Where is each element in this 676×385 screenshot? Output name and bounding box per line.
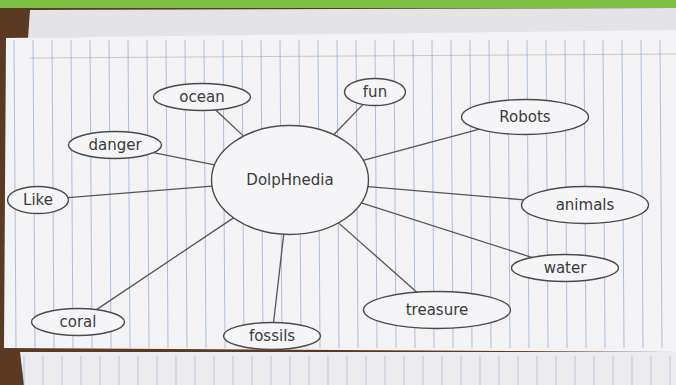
ruled-line (366, 356, 367, 385)
ruled-line (556, 356, 557, 385)
idea-bubble: fossils (222, 321, 322, 351)
bubble-ellipse (8, 187, 69, 214)
bubble-ellipse (154, 84, 251, 111)
ruled-line (613, 356, 614, 385)
center-topic: DolpHnedia (246, 172, 333, 189)
idea-bubble: treasure (362, 290, 512, 330)
ruled-line (461, 356, 462, 385)
branch-line (361, 203, 532, 258)
ruled-line (670, 356, 671, 385)
ruled-line (423, 356, 424, 385)
ruled-lines (14, 40, 676, 385)
ruled-line (347, 356, 348, 385)
ruled-line (138, 356, 139, 385)
ruled-line (328, 356, 329, 385)
ruled-line (404, 356, 405, 385)
idea-text: water (544, 260, 587, 277)
idea-text: treasure (406, 302, 469, 319)
idea-bubble: Robots (460, 98, 590, 136)
bubble-ellipse (212, 126, 369, 235)
ruled-line (157, 356, 158, 385)
ruled-line (214, 356, 215, 385)
branch-line (68, 186, 212, 197)
ruled-line (128, 40, 130, 348)
ruled-line (660, 40, 662, 348)
ruled-line (641, 40, 643, 348)
bubble-ellipse (224, 323, 321, 350)
top-bar (0, 0, 676, 8)
bubble-ellipse (512, 255, 619, 282)
branch-line (363, 129, 479, 160)
margin-line (30, 54, 676, 58)
ruled-line (508, 40, 510, 348)
ruled-line (90, 40, 92, 348)
ruled-line (176, 356, 177, 385)
ruled-line (71, 40, 73, 348)
ruled-line (575, 356, 576, 385)
ruled-line (651, 356, 652, 385)
ruled-line (480, 356, 481, 385)
ruled-line (252, 356, 253, 385)
idea-text: fossils (249, 328, 295, 345)
branch-line (368, 187, 524, 200)
ruled-line (166, 40, 168, 348)
branch-line (96, 218, 233, 310)
center-circle: DolpHnedia (210, 124, 370, 236)
ruled-line (43, 356, 44, 385)
ruled-line (527, 40, 529, 348)
ruled-line (518, 356, 519, 385)
branch-line (334, 104, 363, 134)
bubble-ellipse (462, 100, 589, 135)
branch-line (216, 110, 244, 136)
bubble-ellipse (32, 309, 125, 336)
branch-line (338, 223, 416, 292)
bubble-ellipse (522, 187, 649, 224)
notebook-page (4, 30, 676, 352)
idea-text: Robots (499, 109, 550, 126)
idea-bubble: fun (343, 77, 407, 107)
ruled-line (62, 356, 63, 385)
ruled-line (147, 40, 149, 348)
ruled-line (195, 356, 196, 385)
ruled-line (100, 356, 101, 385)
ruled-line (442, 356, 443, 385)
ruled-line (290, 356, 291, 385)
branch-line (274, 234, 284, 322)
idea-text: danger (88, 137, 141, 154)
ruled-line (233, 356, 234, 385)
ruled-line (537, 356, 538, 385)
idea-text: animals (556, 197, 615, 214)
branch-line (153, 153, 214, 165)
idea-text: Like (23, 192, 53, 209)
lower-page (20, 352, 676, 385)
idea-bubble: animals (520, 185, 650, 225)
ruled-line (309, 356, 310, 385)
ruled-line (385, 356, 386, 385)
idea-text: ocean (179, 89, 224, 106)
bubble-ellipse (345, 79, 406, 106)
idea-text: coral (60, 314, 97, 331)
ruled-line (271, 356, 272, 385)
bubble-ellipse (69, 132, 162, 159)
bubble-ellipse (364, 292, 511, 329)
idea-bubble: coral (30, 307, 126, 337)
idea-bubble: danger (67, 130, 163, 160)
ruled-line (81, 356, 82, 385)
idea-bubble: Like (6, 185, 70, 215)
ruled-line (119, 356, 120, 385)
ruled-line (24, 356, 25, 385)
ruled-line (499, 356, 500, 385)
ruled-line (594, 356, 595, 385)
idea-bubble: ocean (152, 82, 252, 112)
ruled-line (632, 356, 633, 385)
idea-text: fun (363, 84, 387, 101)
idea-bubble: water (510, 253, 620, 283)
